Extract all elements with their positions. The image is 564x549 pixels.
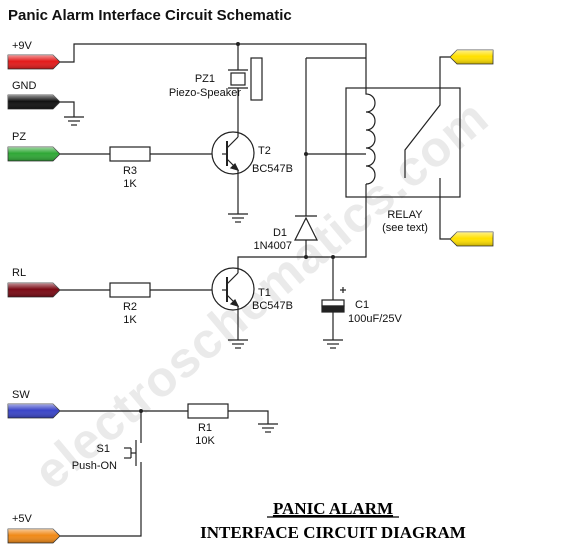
wire-relay-out-top [439, 56, 450, 88]
resistor-r3-body [109, 146, 151, 162]
terminal-sw: SW [7, 389, 61, 419]
wire-r1-gnd [228, 410, 269, 424]
junctions [139, 42, 335, 413]
terminal-relay-out-bottom [449, 231, 494, 247]
diagram-caption: PANIC ALARM INTERFACE CIRCUIT DIAGRAM [200, 499, 466, 542]
component-r2: R2 1K [109, 282, 151, 326]
c1-ref: C1 [355, 299, 369, 311]
transistor-t1-symbol [211, 266, 255, 312]
ground-symbol [228, 339, 248, 349]
resistor-r1-body [187, 403, 229, 419]
terminal-rl-label: RL [12, 267, 26, 279]
relay-contact [404, 88, 441, 197]
ground-symbol [258, 423, 278, 433]
d1-value: 1N4007 [253, 240, 292, 252]
transistor-t2-symbol [211, 128, 255, 177]
caption-line2: INTERFACE CIRCUIT DIAGRAM [200, 523, 466, 542]
component-s1: S1 Push-ON [72, 435, 142, 472]
junction-dot [139, 409, 143, 413]
terminal-gnd-label: GND [12, 80, 37, 92]
component-r1: R1 10K [187, 403, 229, 447]
terminal-rl: RL [7, 267, 61, 298]
s1-desc: Push-ON [72, 460, 117, 472]
wire-vcc9-rail [60, 43, 367, 88]
relay-coil [365, 88, 376, 185]
terminal-vcc5: +5V [7, 513, 61, 544]
junction-dot [236, 42, 240, 46]
pz1-ref: PZ1 [195, 73, 215, 85]
r1-ref: R1 [198, 422, 212, 434]
d1-ref: D1 [273, 227, 287, 239]
relay-note: (see text) [382, 222, 428, 234]
t1-value: BC547B [252, 300, 293, 312]
component-pz1: PZ1 Piezo-Speaker [169, 57, 263, 101]
r2-ref: R2 [123, 301, 137, 313]
terminal-sw-label: SW [12, 389, 30, 401]
relay-body [345, 87, 461, 198]
page-title: Panic Alarm Interface Circuit Schematic [8, 7, 292, 24]
t1-ref: T1 [258, 287, 271, 299]
t2-value: BC547B [252, 163, 293, 175]
component-r3: R3 1K [109, 146, 151, 190]
terminal-relay-out-top [449, 49, 494, 65]
wire-coil-to-t1 [237, 184, 367, 266]
r3-value: 1K [123, 178, 137, 190]
wire-relay-out-bottom [439, 197, 450, 240]
ground-symbol [64, 116, 84, 126]
component-t2: T2 BC547B [211, 128, 293, 177]
diode-d1-symbol [294, 186, 318, 241]
r3-ref: R3 [123, 165, 137, 177]
caption-line1: PANIC ALARM [273, 499, 393, 518]
component-d1: D1 1N4007 [253, 186, 318, 252]
relay-ref: RELAY [387, 209, 423, 221]
pushbutton-s1-symbol [124, 435, 142, 470]
ground-symbol [323, 339, 343, 349]
ground-symbol [228, 213, 248, 223]
r2-value: 1K [123, 314, 137, 326]
wires [60, 43, 450, 537]
s1-ref: S1 [97, 443, 110, 455]
terminal-vcc9: +9V [7, 40, 61, 70]
capacitor-c1-symbol [321, 287, 346, 313]
terminal-gnd: GND [7, 80, 61, 110]
junction-dot [331, 255, 335, 259]
terminal-pz-label: PZ [12, 131, 26, 143]
t2-ref: T2 [258, 145, 271, 157]
wire-s1-vcc5 [60, 470, 142, 537]
pz1-desc: Piezo-Speaker [169, 87, 241, 99]
junction-dot [304, 152, 308, 156]
piezo-speaker-symbol [228, 57, 263, 101]
r1-value: 10K [195, 435, 215, 447]
wire-gnd [60, 101, 75, 117]
component-t1: T1 BC547B [211, 266, 293, 312]
terminal-vcc5-label: +5V [12, 513, 33, 525]
resistor-r2-body [109, 282, 151, 298]
c1-value: 100uF/25V [348, 313, 402, 325]
component-c1: C1 100uF/25V [321, 287, 402, 325]
ground-symbols [64, 116, 343, 433]
terminal-pz: PZ [7, 131, 61, 162]
terminal-vcc9-label: +9V [12, 40, 33, 52]
component-relay: RELAY (see text) [345, 87, 461, 234]
junction-dot [304, 255, 308, 259]
